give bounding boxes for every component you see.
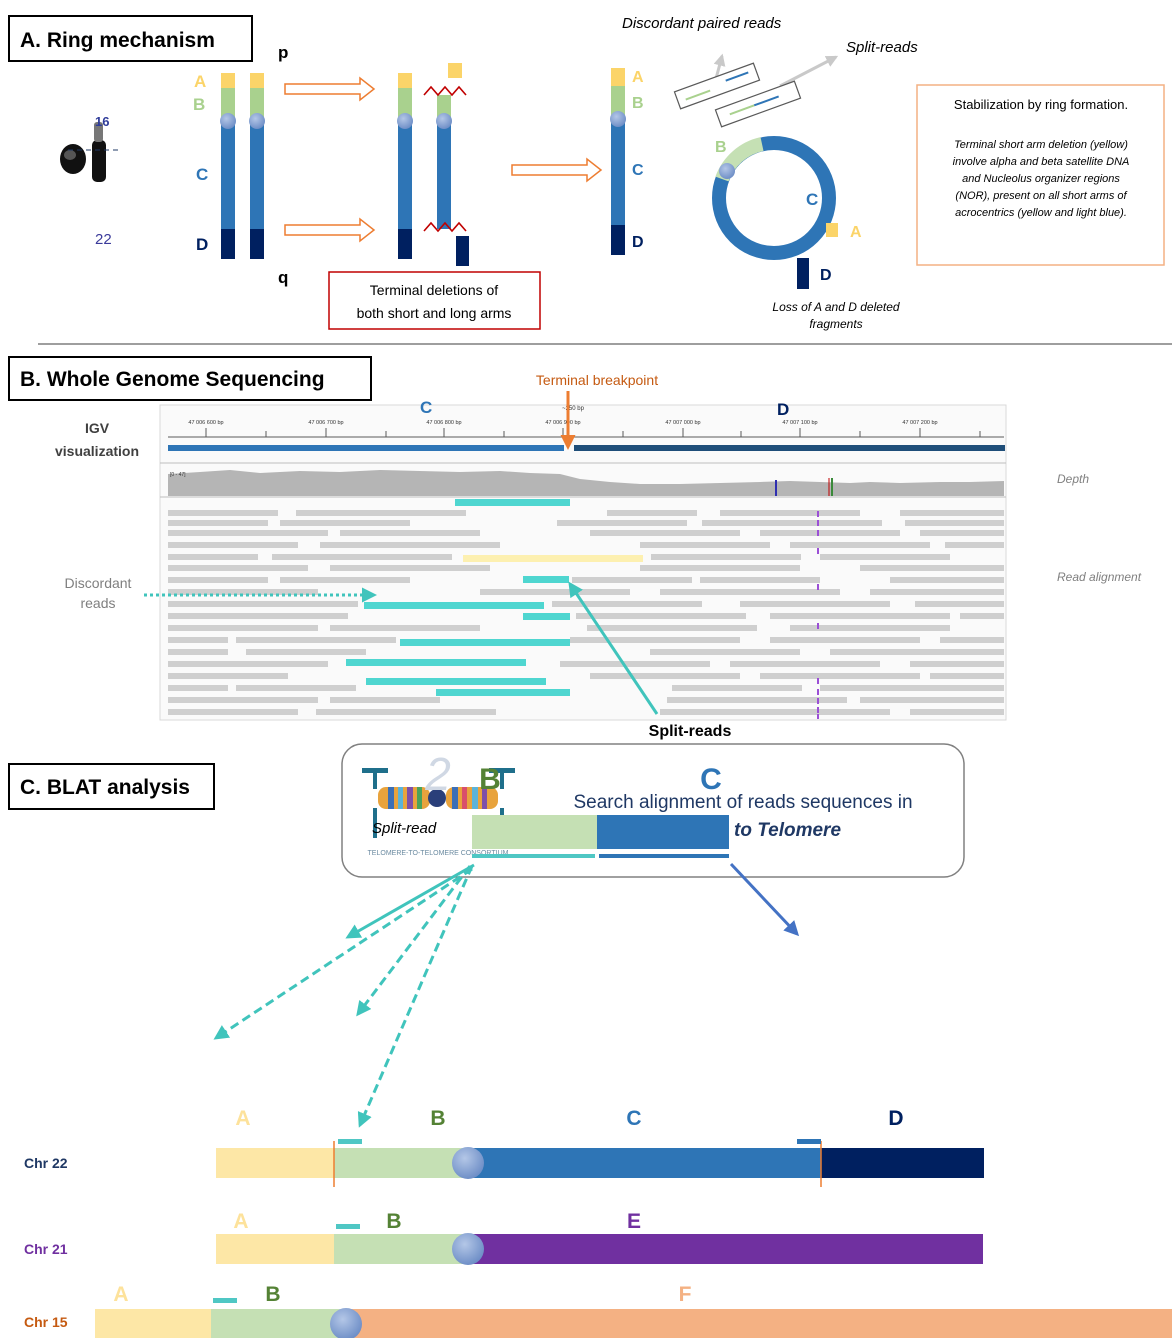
stab-line5: acrocentrics (yellow and light blue). [955, 207, 1127, 219]
seg-a-label: A [194, 72, 206, 91]
split-seg-b: B [479, 763, 501, 796]
t2t-logo: 2 TELOMERE-TO-TELOMERE CONSORTIUM [362, 748, 515, 857]
chr-label-22: 22 [95, 231, 112, 248]
discordant-paired-reads-label: Discordant paired reads [622, 15, 782, 32]
ruler-tick-6: 47 007 200 bp [902, 420, 937, 426]
seg-b-label: B [193, 95, 205, 114]
seg-d-label-2: D [632, 234, 644, 251]
split-seg-c: C [700, 763, 722, 796]
ruler-tick-5: 47 007 100 bp [782, 420, 817, 426]
igv-seg-c: C [420, 398, 432, 417]
stab-line4: (NOR), present on all short arms of [955, 190, 1127, 202]
lost-seg-a: A [850, 224, 862, 241]
split-read-diagram: Split-read B C [372, 763, 729, 858]
ring-seg-c: C [806, 190, 818, 209]
discordant-reads-line2: reads [80, 595, 115, 611]
chr21-seg-e: E [627, 1210, 641, 1233]
chr15-seg-b: B [265, 1283, 280, 1306]
discordant-reads-line1: Discordant [65, 575, 132, 591]
cyan-reads [346, 499, 570, 696]
chr-label-16: 16 [95, 114, 109, 129]
chr22-row: Chr 22 A B C D [24, 1107, 984, 1187]
depth-range: [0 - 47] [170, 472, 186, 478]
section-c: C. BLAT analysis 2 TELOMERE-TO-TELOMERE … [8, 743, 1172, 1338]
result-chromosome: A B C D [610, 68, 644, 255]
t2t-logo-text: TELOMERE-TO-TELOMERE CONSORTIUM [368, 850, 509, 857]
ring-seg-b: B [715, 139, 727, 156]
chr22-seg-b: B [430, 1107, 445, 1130]
search-line1: Search alignment of reads sequences in [573, 792, 912, 813]
ruler-ticks [205, 428, 981, 437]
seg-c-label: C [196, 165, 208, 184]
igv-seg-d: D [777, 400, 789, 419]
section-b: B. Whole Genome Sequencing IGV visualiza… [8, 356, 1142, 740]
depth-label: Depth [1057, 472, 1089, 486]
purple-marks [817, 511, 819, 719]
karyotype-image: 16 22 [60, 114, 122, 248]
hollow-arrows [284, 76, 603, 243]
arm-q-label: q [278, 268, 288, 287]
ruler-tick-3: 47 006 900 bp [545, 420, 580, 426]
gray-reads [168, 510, 1004, 715]
region-c-bar [168, 445, 564, 451]
normal-chromosome-pair: A B C D p q [193, 43, 288, 287]
seg-d-label: D [196, 235, 208, 254]
ruler-tick-0: 47 006 600 bp [188, 420, 223, 426]
chr21-seg-a: A [233, 1210, 248, 1233]
stab-line1: Terminal short arm deletion (yellow) [954, 139, 1128, 151]
chr22-seg-c: C [626, 1107, 641, 1130]
section-b-title: B. Whole Genome Sequencing [20, 368, 325, 391]
chr15-seg-f: F [679, 1283, 692, 1306]
ruler-tick-2: 47 006 800 bp [426, 420, 461, 426]
section-c-title: C. BLAT analysis [20, 776, 190, 799]
igv-label-line2: visualization [55, 443, 139, 459]
ruler-scale: ~250 bp [562, 406, 585, 412]
region-d-bar [574, 445, 1005, 451]
loss-line2: fragments [809, 317, 862, 331]
chr15-seg-a: A [113, 1283, 128, 1306]
terminal-box-line1: Terminal deletions of [370, 282, 499, 298]
depth-track [168, 470, 1004, 496]
chr22-seg-d: D [888, 1107, 903, 1130]
chr15-row: Chr 15 A B F [24, 1283, 1172, 1338]
igv-label-line1: IGV [85, 420, 110, 436]
split-read-label: Split-read [372, 820, 437, 837]
chr22-label: Chr 22 [24, 1155, 68, 1171]
section-a: A. Ring mechanism 16 22 A B C D [8, 15, 1165, 331]
igv-panel: ~250 bp 47 006 600 bp 47 006 700 bp 47 0… [159, 404, 1007, 721]
seg-b-label-2: B [632, 95, 644, 112]
read-pair-boxes: Discordant paired reads Split-reads [622, 15, 918, 128]
stab-line3: and Nucleolus organizer regions [962, 173, 1120, 185]
terminal-breakpoint-label: Terminal breakpoint [536, 372, 658, 388]
section-a-title: A. Ring mechanism [20, 29, 215, 52]
chr21-label: Chr 21 [24, 1241, 68, 1257]
seg-c-label-2: C [632, 162, 644, 179]
lost-seg-d: D [820, 267, 832, 284]
discordant-read-yellow [463, 555, 643, 562]
mapping-arrows [213, 862, 800, 1128]
chr22-seg-a: A [235, 1107, 250, 1130]
stab-title: Stabilization by ring formation. [954, 97, 1128, 112]
split-reads-label-b: Split-reads [649, 723, 732, 740]
chr15-label: Chr 15 [24, 1314, 68, 1330]
seg-a-label-2: A [632, 69, 644, 86]
read-alignment-label: Read alignment [1057, 570, 1142, 584]
split-reads-label-a: Split-reads [846, 39, 918, 56]
terminal-box-line2: both short and long arms [357, 305, 512, 321]
ruler-tick-1: 47 006 700 bp [308, 420, 343, 426]
chr21-seg-b: B [386, 1210, 401, 1233]
loss-line1: Loss of A and D deleted [772, 300, 900, 314]
chr21-row: Chr 21 A B E [24, 1210, 983, 1265]
arm-p-label: p [278, 43, 288, 62]
ruler-tick-4: 47 007 000 bp [665, 420, 700, 426]
ring-chromosome: B C A D Loss of A and D deleted fragment… [712, 136, 900, 331]
stab-line2: involve alpha and beta satellite DNA [953, 156, 1130, 168]
t2t-logo-mark: 2 [424, 748, 451, 800]
split-reads-arrow [568, 581, 659, 715]
deletion-chromosomes [397, 63, 469, 266]
